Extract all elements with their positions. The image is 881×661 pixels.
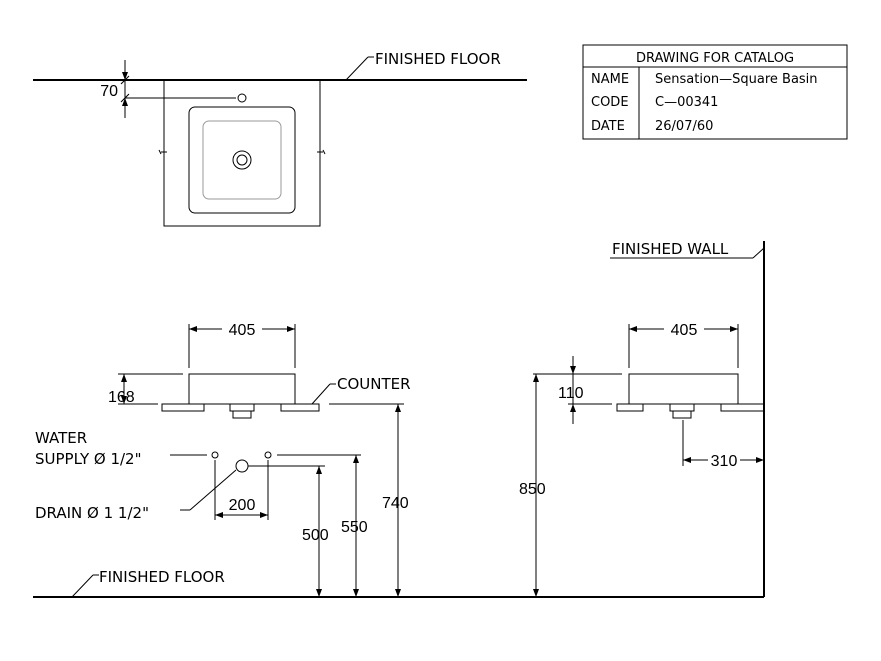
- front-water-supply-label-1: WATER: [35, 429, 87, 447]
- side-width-dim: 405: [671, 322, 698, 339]
- side-wall-offset-dim: 310: [711, 453, 738, 470]
- front-drain-label: DRAIN Ø 1 1/2": [35, 504, 149, 522]
- front-drain-height-dim: 500: [302, 527, 329, 544]
- side-finished-wall-label: FINISHED WALL: [612, 240, 729, 258]
- side-basin-body: [628, 373, 739, 405]
- plan-drain-outer: [232, 150, 252, 170]
- title-block-code-label: CODE: [591, 95, 629, 110]
- front-counter-right: [280, 403, 320, 412]
- title-block-code-value: C—00341: [655, 95, 718, 110]
- plan-counter-outline: [163, 80, 321, 227]
- front-water-supply-left: [211, 451, 219, 459]
- side-counter-right: [720, 403, 765, 412]
- side-waste-outlet: [669, 404, 695, 419]
- front-height-dim: 168: [108, 389, 135, 406]
- front-counter-left: [161, 403, 205, 412]
- title-block-date-label: DATE: [591, 119, 625, 134]
- title-block: DRAWING FOR CATALOG NAME Sensation—Squar…: [582, 44, 848, 140]
- front-counter-label: COUNTER: [337, 375, 411, 393]
- side-rim-height-dim: 850: [519, 481, 546, 498]
- front-water-supply-label-2: SUPPLY Ø 1/2": [35, 450, 142, 468]
- title-block-name-label: NAME: [591, 72, 629, 87]
- plan-finished-floor-label: FINISHED FLOOR: [375, 50, 501, 68]
- plan-basin-inner: [202, 120, 282, 200]
- front-width-dim: 405: [229, 322, 256, 339]
- side-counter-left: [616, 403, 644, 412]
- side-above-counter-dim: 110: [558, 385, 584, 402]
- plan-offset-dim: 70: [100, 83, 118, 100]
- plan-view: FINISHED FLOOR 70: [33, 50, 527, 227]
- front-supply-height-dim: 550: [341, 519, 368, 536]
- front-waste-outlet: [229, 404, 255, 419]
- front-drain-point: [235, 459, 249, 473]
- front-supply-spacing-dim: 200: [229, 497, 256, 514]
- front-basin-body: [188, 373, 296, 405]
- plan-drain-inner: [236, 154, 248, 166]
- title-block-name-value: Sensation—Square Basin: [655, 72, 818, 87]
- title-block-date-value: 26/07/60: [655, 119, 713, 134]
- front-finished-floor-label: FINISHED FLOOR: [99, 568, 225, 586]
- front-counter-height-dim: 740: [382, 495, 409, 512]
- front-water-supply-right: [264, 451, 272, 459]
- side-view: FINISHED WALL 405 110 850 31: [519, 240, 765, 597]
- plan-basin-outer: [188, 106, 296, 214]
- front-view: 405 COUNTER 168 740 WATER SUPPLY Ø 1/2": [33, 322, 764, 598]
- title-block-heading: DRAWING FOR CATALOG: [636, 51, 794, 66]
- plan-tap-hole: [237, 93, 247, 103]
